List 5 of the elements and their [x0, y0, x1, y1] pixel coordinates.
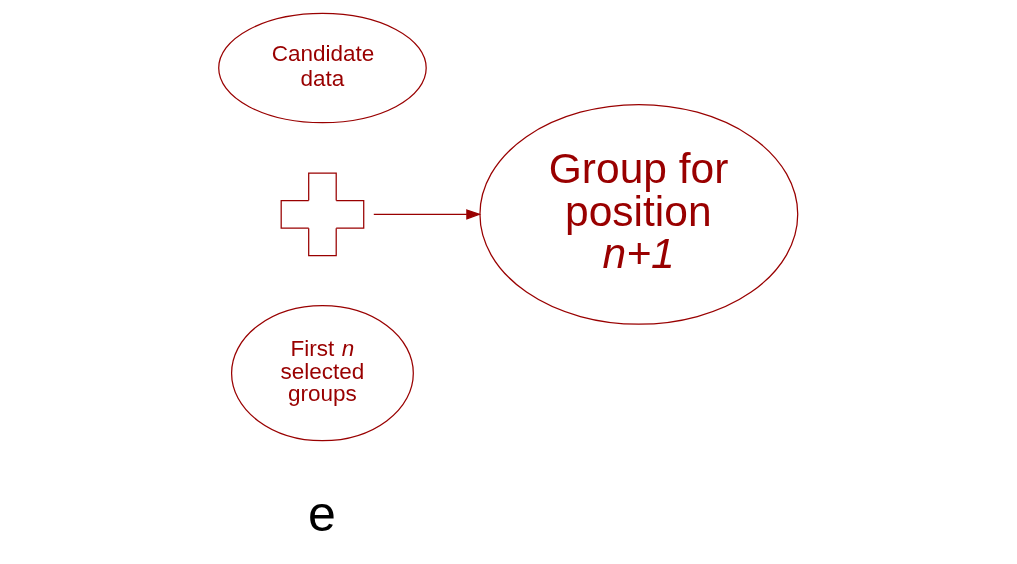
- node-ellipse: First n selected groups: [230, 305, 414, 442]
- node-ellipse: Group for position n+1: [479, 103, 799, 325]
- node-ellipse: Candidate data: [218, 12, 427, 124]
- arrow: [373, 209, 482, 220]
- label: e: [308, 485, 336, 542]
